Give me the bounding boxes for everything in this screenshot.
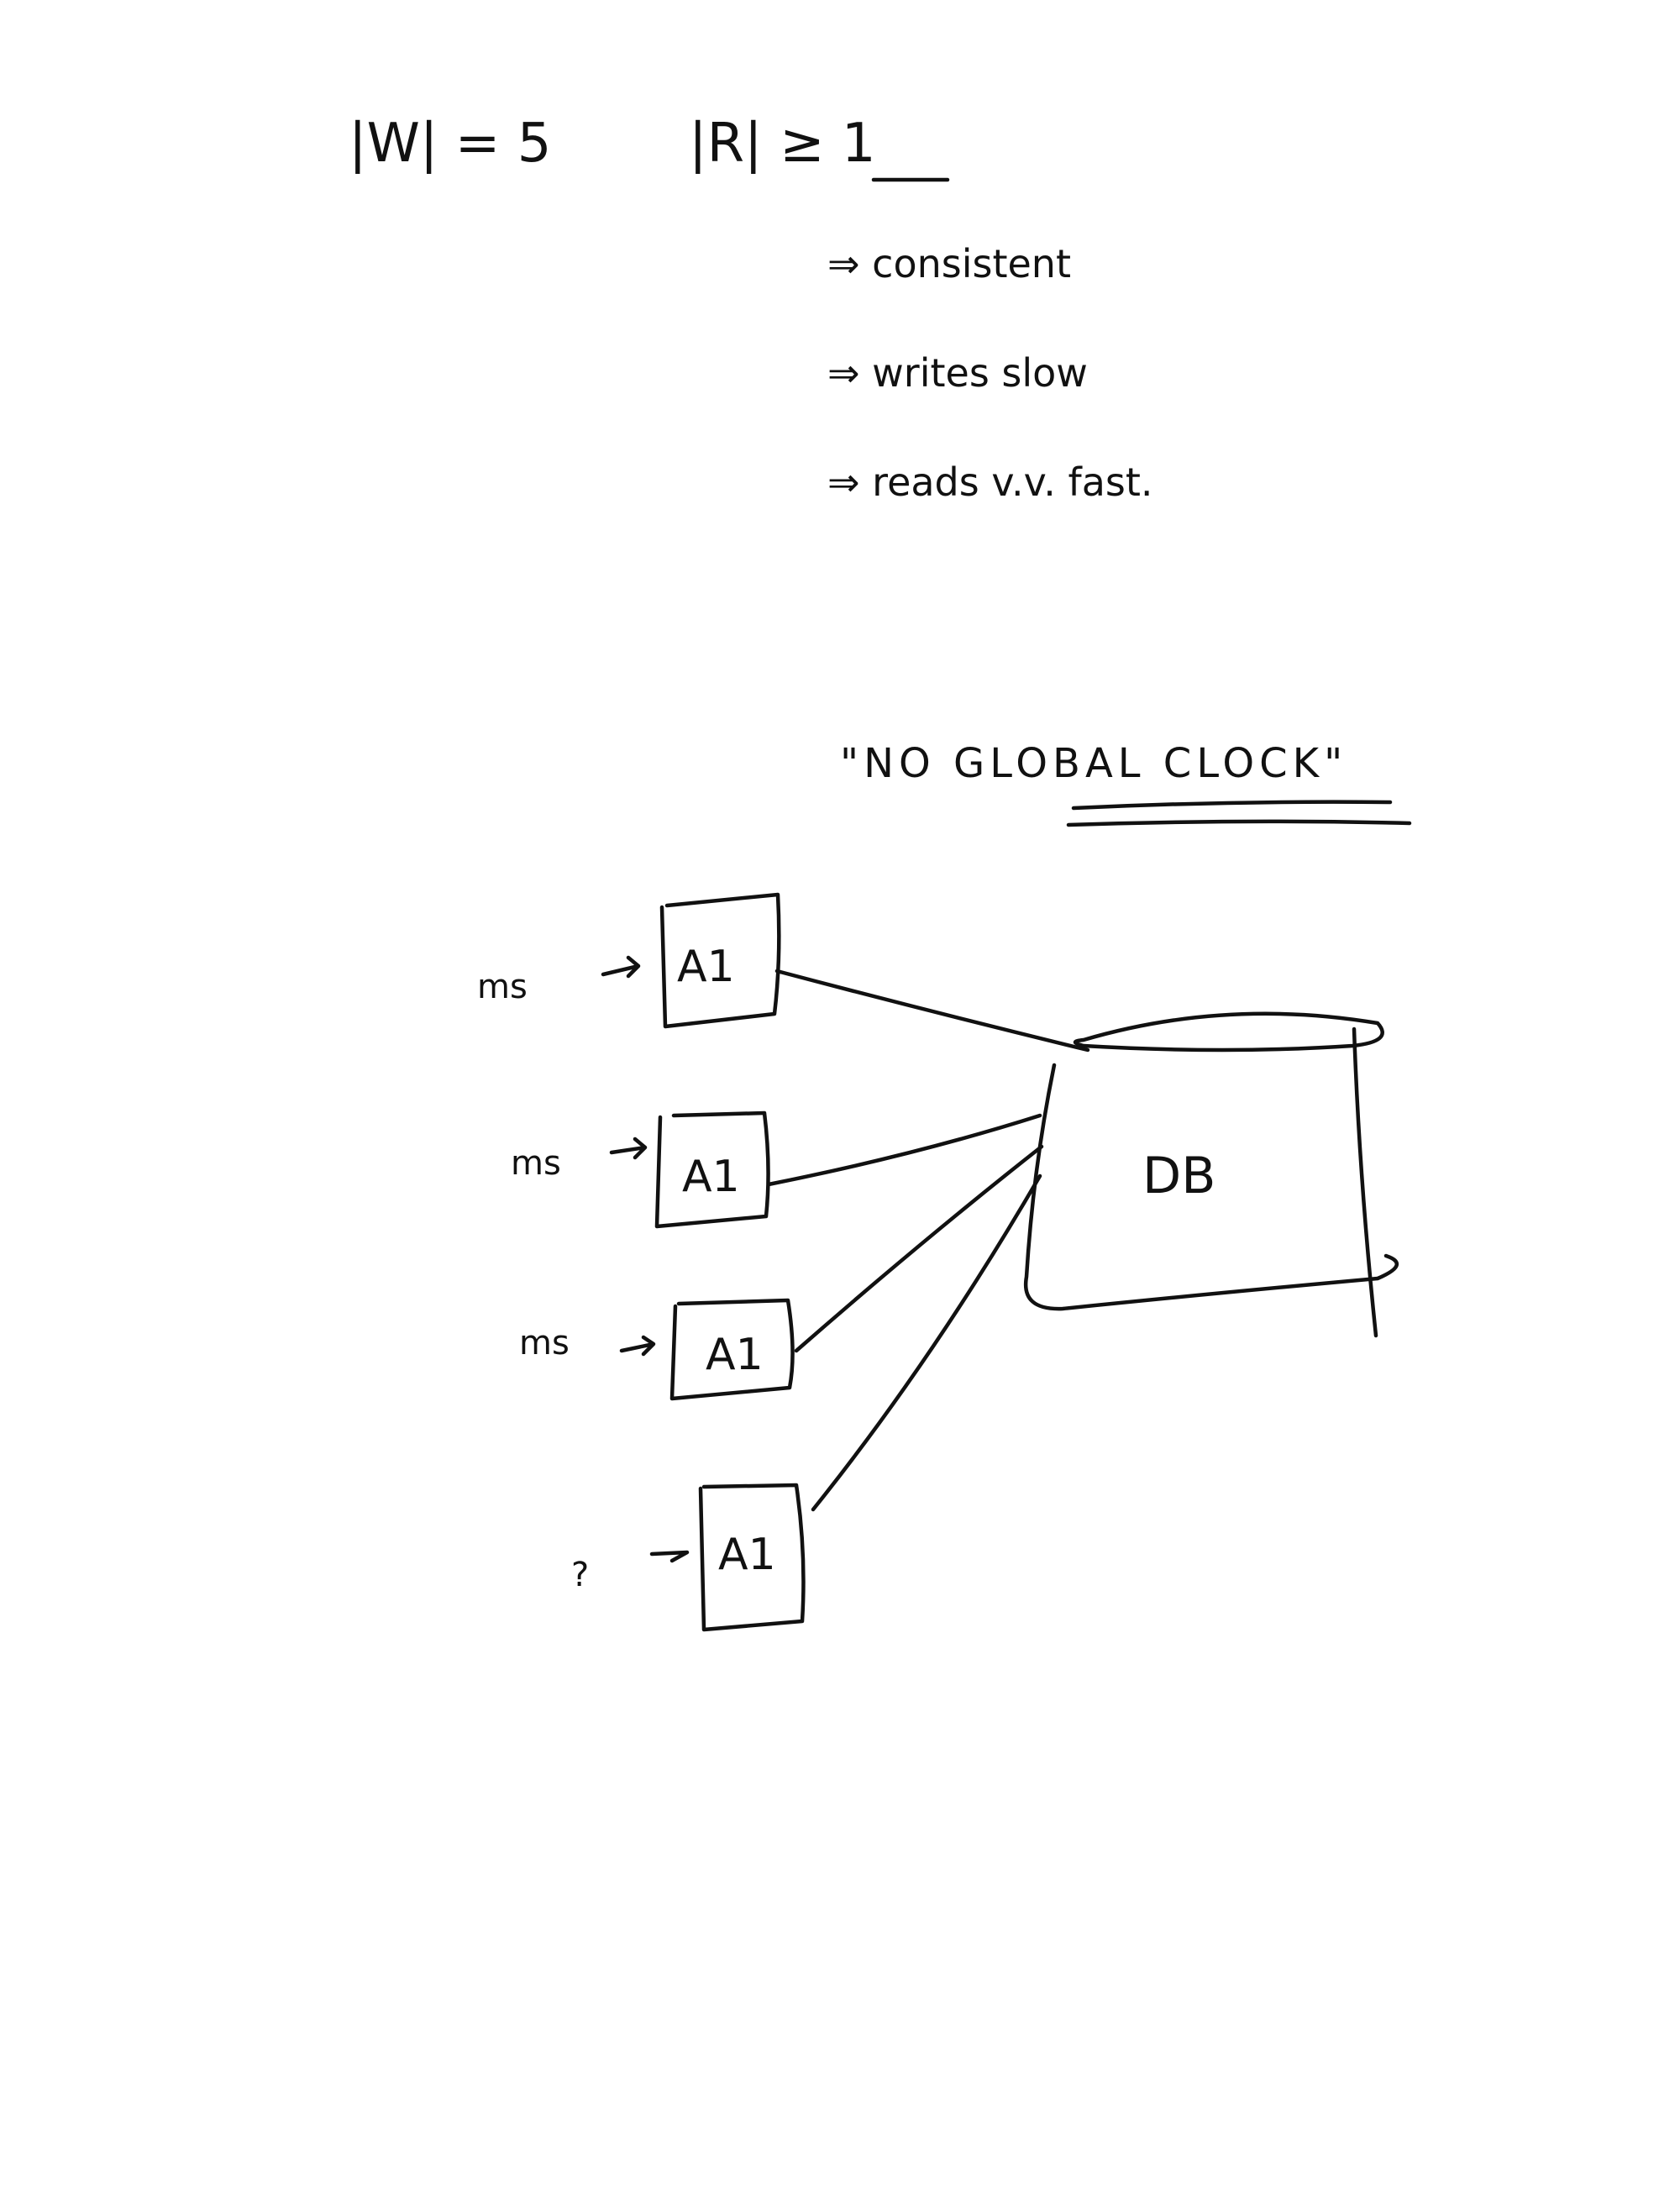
note-reads-fast: ⇒ reads v.v. fast. <box>827 459 1153 505</box>
input-arrow-icon <box>619 1335 656 1357</box>
app-node-box <box>654 1110 770 1229</box>
app-node-box <box>669 1298 795 1401</box>
connection-line-1 <box>774 969 1090 1053</box>
app-node-label: A1 <box>682 1152 740 1202</box>
quorum-notes: |W| = 5 |R| ≥ 1 ⇒ consistent ⇒ writes sl… <box>349 113 1153 505</box>
app-node-input: ms <box>477 968 528 1006</box>
database-right-edge <box>1352 1026 1378 1338</box>
input-arrow-icon <box>609 1137 648 1160</box>
global-clock-underline-2 <box>1066 819 1412 827</box>
global-clock-text: "NO GLOBAL CLOCK" <box>840 740 1347 787</box>
database-top <box>1073 1011 1384 1053</box>
connection-line-4 <box>811 1173 1042 1512</box>
app-node-box <box>698 1483 806 1632</box>
app-node-2: A1 ms <box>511 1110 770 1229</box>
app-node-input: ms <box>519 1324 570 1362</box>
app-node-input: ? <box>571 1556 589 1594</box>
app-node-4: A1 ? <box>571 1483 806 1632</box>
read-quorum-text: |R| ≥ 1 <box>689 113 876 175</box>
input-arrow-icon <box>649 1550 690 1563</box>
app-node-3: A1 ms <box>519 1298 795 1401</box>
app-node-1: A1 ms <box>477 892 781 1029</box>
write-quorum-text: |W| = 5 <box>349 113 551 175</box>
global-clock-underline-1 <box>1071 800 1393 811</box>
input-arrow-icon <box>601 955 641 979</box>
connections <box>766 969 1090 1512</box>
connection-line-2 <box>766 1113 1042 1187</box>
app-node-input: ms <box>511 1144 561 1183</box>
app-node-box <box>659 892 781 1029</box>
connection-line-3 <box>794 1144 1044 1353</box>
app-node-label: A1 <box>706 1330 764 1380</box>
note-writes-slow: ⇒ writes slow <box>827 350 1088 396</box>
database: DB <box>1023 1011 1399 1338</box>
global-clock-note: "NO GLOBAL CLOCK" <box>840 740 1412 827</box>
app-node-label: A1 <box>718 1530 776 1580</box>
database-label: DB <box>1142 1147 1215 1205</box>
note-consistent: ⇒ consistent <box>827 241 1071 286</box>
app-node-label: A1 <box>677 942 735 992</box>
database-body <box>1023 1063 1399 1311</box>
